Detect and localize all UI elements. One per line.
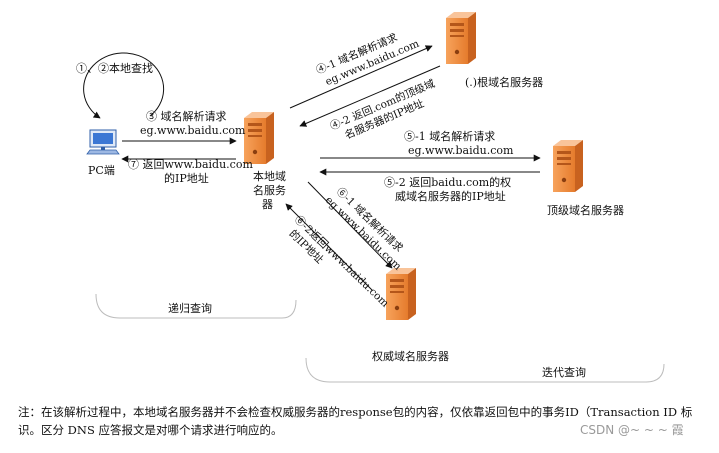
step-5-2-label-2: 威域名服务器的IP地址 xyxy=(395,189,506,203)
step-5-1-label-2: eg.www.baidu.com xyxy=(408,144,514,157)
footnote-line-1: 注：在该解析过程中，本地域名服务器并不会检查权威服务器的response包的内容… xyxy=(18,405,692,419)
local-dns-label-3: 器 xyxy=(262,198,273,211)
step-7-label-2: 的IP地址 xyxy=(164,171,209,185)
root-dns-server-icon xyxy=(446,12,476,64)
iterative-bracket xyxy=(305,357,665,383)
pc-label: PC端 xyxy=(88,164,115,177)
step-5-2-label-1: ⑤-2 返回baidu.com的权 xyxy=(384,175,511,189)
auth-dns-server-icon xyxy=(386,268,416,320)
auth-dns-label: 权威域名服务器 xyxy=(372,349,449,363)
local-dns-label-1: 本地域 xyxy=(253,169,286,183)
step-3-label-1: ③ 域名解析请求 xyxy=(146,109,227,123)
local-dns-server-icon xyxy=(244,112,274,164)
recursive-label: 递归查询 xyxy=(168,301,212,315)
tld-dns-server-icon xyxy=(553,140,583,192)
step-4-1-arrow xyxy=(289,45,433,109)
pc-icon xyxy=(86,129,120,155)
local-dns-label-2: 名服务 xyxy=(253,183,286,197)
step-6-1-arrow xyxy=(307,181,393,269)
local-lookup-loop xyxy=(83,52,165,119)
recursive-bracket xyxy=(95,293,297,319)
step-1-2-label: ①、②本地查找 xyxy=(76,61,153,75)
footnote-line-2: 识。区分 DNS 应答报文是对哪个请求进行响应的。 xyxy=(18,423,282,437)
root-dns-label: (.)根域名服务器 xyxy=(465,75,543,89)
tld-dns-label: 顶级域名服务器 xyxy=(547,203,624,217)
step-6-2-arrow xyxy=(285,203,373,291)
step-4-2-arrow xyxy=(299,65,441,127)
iterative-label: 迭代查询 xyxy=(542,365,586,379)
watermark: CSDN @~ ~ ~ 霞 xyxy=(580,423,684,437)
step-7-label-1: ⑦ 返回www.baidu.com xyxy=(128,158,253,171)
step-5-1-label-1: ⑤-1 域名解析请求 xyxy=(404,129,495,143)
step-3-label-2: eg.www.baidu.com xyxy=(140,124,246,137)
